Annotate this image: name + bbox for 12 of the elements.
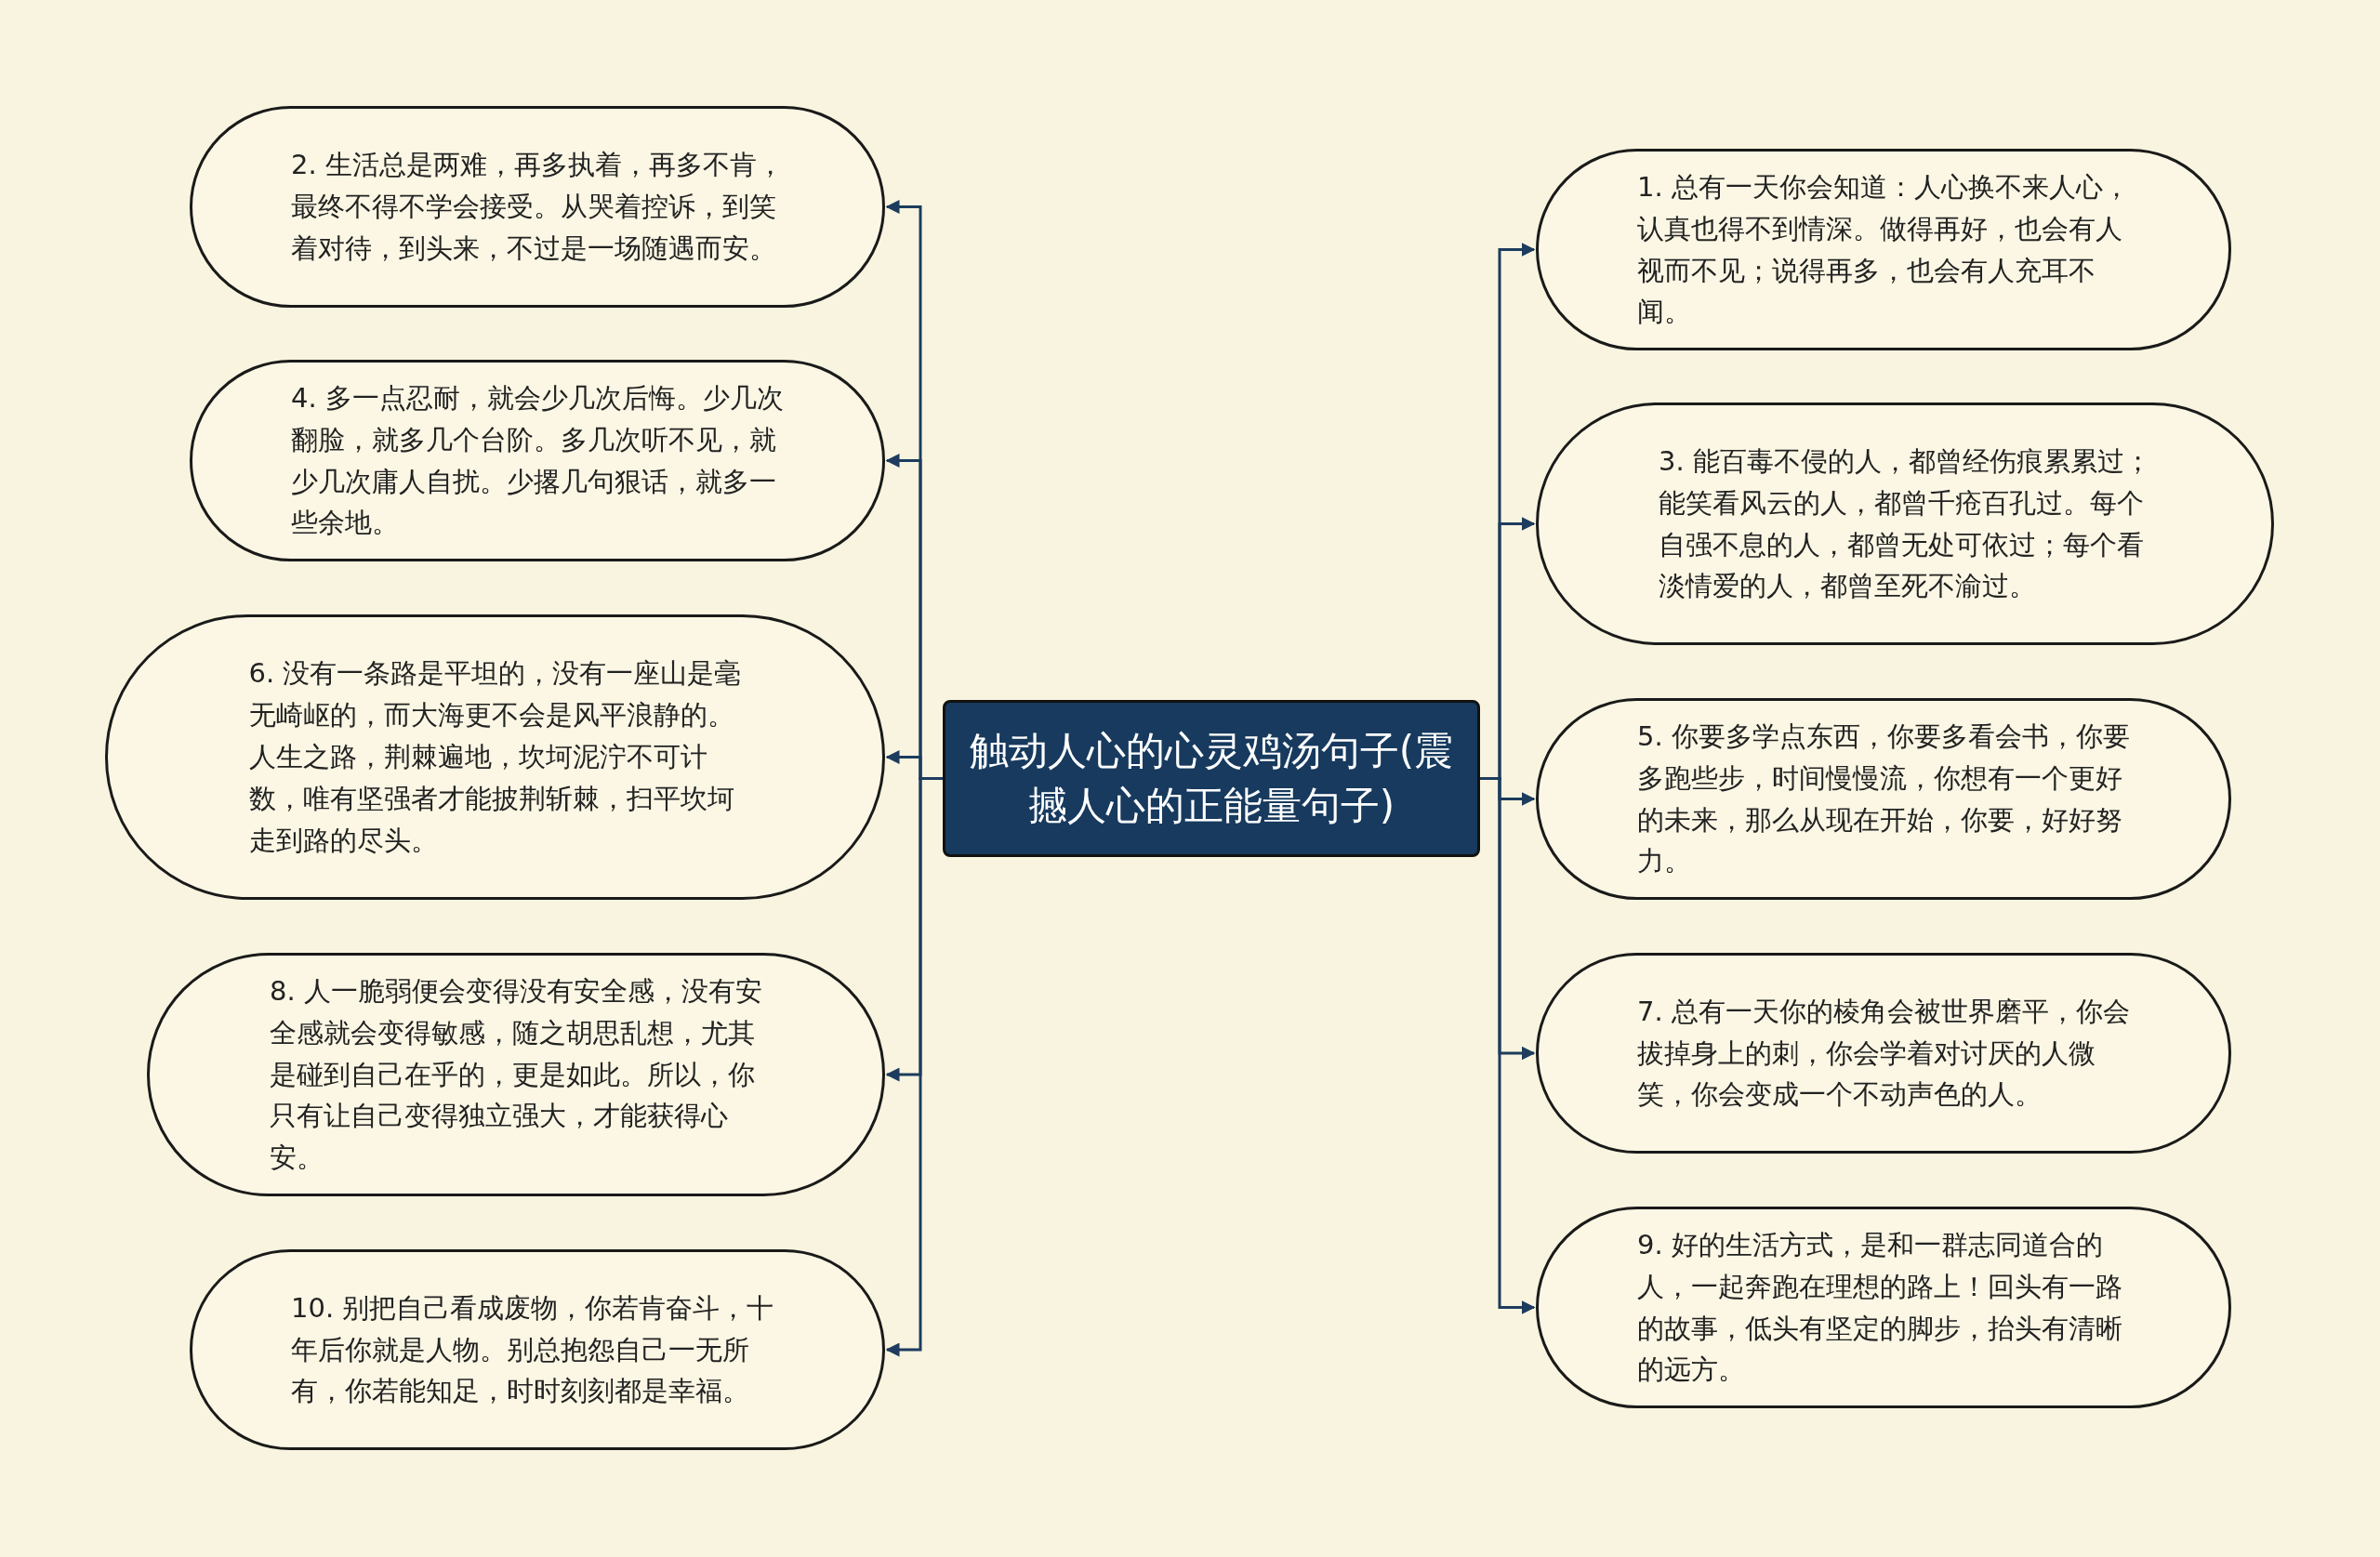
quote-text: 1. 总有一天你会知道：人心换不来人心，认真也得不到情深。做得再好，也会有人视而不见；说得再多，也会有人充耳不闻。 (1637, 169, 2130, 330)
quote-text: 3. 能百毒不侵的人，都曾经伤痕累累过；能笑看风云的人，都曾千疮百孔过。每个自强不息的人，都曾无处可依过；每个看淡情爱的人，都曾至死不渝过。 (1659, 443, 2151, 604)
quote-text: 2. 生活总是两难，再多执着，再多不肯，最终不得不学会接受。从哭着控诉，到笑着对待，到头来，不过是一场随遇而安。 (291, 148, 784, 266)
topic-text: 触动人心的心灵鸡汤句子(震撼人心的正能量句子) (968, 726, 1455, 830)
quote-text: 4. 多一点忍耐，就会少几次后悔。少几次翻脸，就多几个台阶。多几次听不见，就少几次庸人自扰。少撂几句狠话，就多一些余地。 (291, 380, 784, 541)
quote-text: 10. 别把自己看成废物，你若肯奋斗，十年后你就是人物。别总抱怨自己一无所有，你若能知足，时时刻刻都是幸福。 (291, 1290, 775, 1409)
quote-text: 7. 总有一天你的棱角会被世界磨平，你会拔掉身上的刺，你会学着对讨厌的人微笑，你会变成一个不动声色的人。 (1637, 994, 2130, 1113)
quote-text: 9. 好的生活方式，是和一群志同道合的人，一起奔跑在理想的路上！回头有一路的故事，低头有坚定的脚步，抬头有清晰的远方。 (1637, 1227, 2123, 1388)
quote-text: 6. 没有一条路是平坦的，没有一座山是毫无崎岖的，而大海更不会是风平浪静的。人生之路，荆棘遍地，坎坷泥泞不可计数，唯有坚强者才能披荆斩棘，扫平坎坷走到路的尽头。 (248, 656, 742, 858)
quote-text: 8. 人一脆弱便会变得没有安全感，没有安全感就会变得敏感，随之胡思乱想，尤其是碰到自己在乎的，更是如此。所以，你只有让自己变得独立强大，才能获得心安。 (270, 973, 762, 1176)
topic-box (943, 700, 1480, 857)
quote-text: 5. 你要多学点东西，你要多看会书，你要多跑些步，时间慢慢流，你想有一个更好的未来，那么从现在开始，你要，好好努力。 (1637, 719, 2130, 879)
